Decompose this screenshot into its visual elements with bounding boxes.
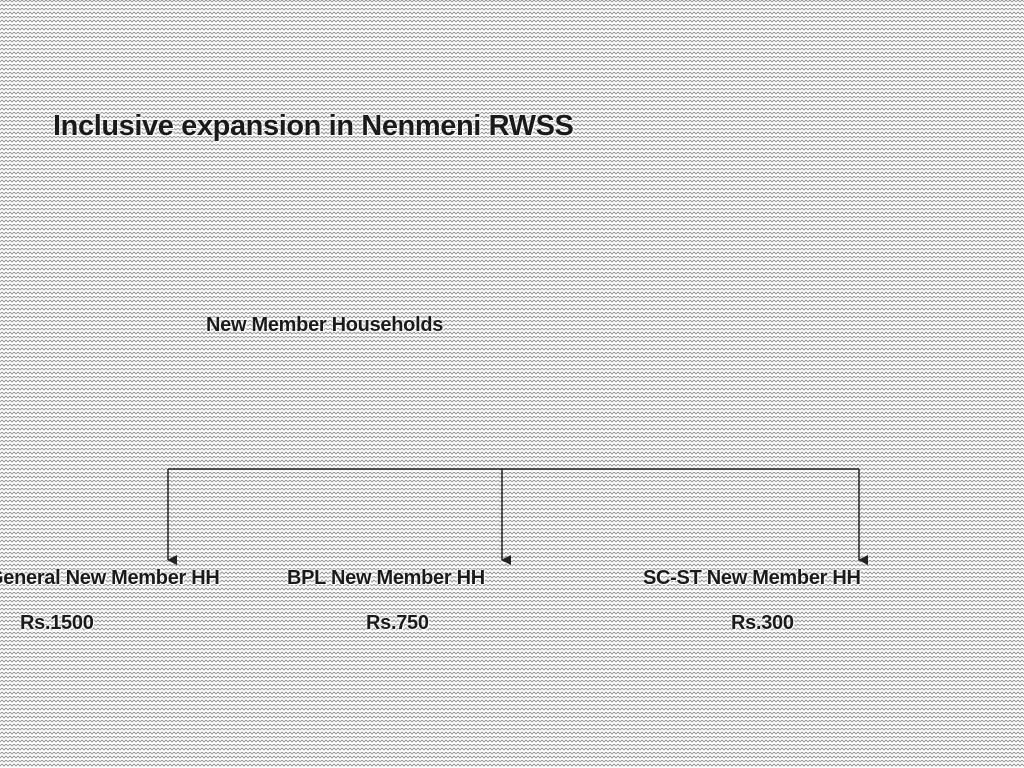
fee-label-bpl: Rs.750 [366, 612, 429, 634]
fee-label-scst: Rs.300 [731, 612, 794, 634]
fee-label-general: Rs.1500 [20, 612, 94, 634]
slide-title: Inclusive expansion in Nenmeni RWSS [53, 110, 574, 142]
branch-label-scst: SC-ST New Member HH [643, 567, 861, 589]
branch-label-general: General New Member HH [0, 567, 220, 589]
root-node-label: New Member Households [206, 314, 444, 336]
branch-label-bpl: BPL New Member HH [287, 567, 485, 589]
